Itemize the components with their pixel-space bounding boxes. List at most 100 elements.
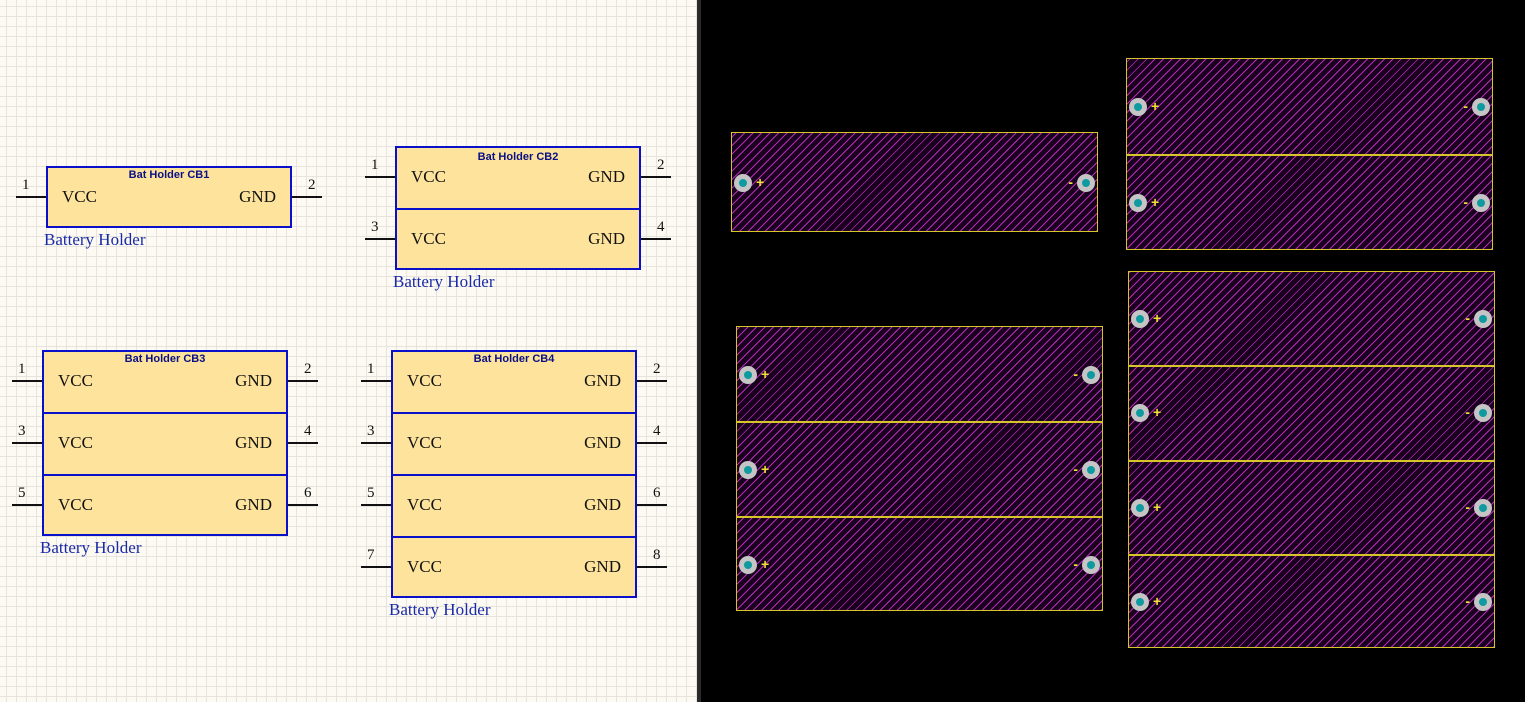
pad-negative[interactable] (1077, 174, 1095, 192)
pin-line-right[interactable] (637, 504, 667, 506)
pad-negative[interactable] (1472, 98, 1490, 116)
polarity-plus-label: + (1153, 499, 1162, 515)
pin-line-right[interactable] (637, 566, 667, 568)
pin-name-vcc: VCC (58, 371, 93, 390)
pin-line-right[interactable] (641, 238, 671, 240)
pin-name-vcc: VCC (62, 187, 97, 206)
pin-number: 3 (371, 219, 379, 235)
symbol-comment: Battery Holder (40, 538, 142, 557)
symbol-designator: Bat Holder CB3 (124, 353, 206, 365)
pad-negative[interactable] (1474, 404, 1492, 422)
pin-line-left[interactable] (12, 442, 42, 444)
pad-negative[interactable] (1082, 461, 1100, 479)
polarity-minus-label: - (1465, 404, 1470, 420)
battery-holder-footprint[interactable]: +-+-+- (736, 326, 1103, 611)
pad-positive[interactable] (1131, 593, 1149, 611)
polarity-minus-label: - (1073, 461, 1078, 477)
pin-line-right[interactable] (637, 442, 667, 444)
pin-number: 6 (304, 485, 312, 501)
pin-line-left[interactable] (361, 442, 391, 444)
polarity-minus-label: - (1463, 98, 1468, 114)
pin-line-left[interactable] (12, 504, 42, 506)
pin-line-left[interactable] (365, 238, 395, 240)
battery-holder-footprint[interactable]: +-+-+-+- (1128, 271, 1495, 648)
pad-positive[interactable] (1131, 404, 1149, 422)
polarity-plus-label: + (761, 556, 770, 572)
pin-line-left[interactable] (16, 196, 46, 198)
pin-number: 4 (657, 219, 665, 235)
polarity-minus-label: - (1465, 499, 1470, 515)
polarity-minus-label: - (1073, 366, 1078, 382)
pin-line-left[interactable] (361, 566, 391, 568)
polarity-minus-label: - (1073, 556, 1078, 572)
pin-name-vcc: VCC (411, 167, 446, 186)
symbol-row-divider (393, 474, 635, 476)
pin-line-right[interactable] (288, 380, 318, 382)
polarity-minus-label: - (1465, 593, 1470, 609)
pin-line-right[interactable] (641, 176, 671, 178)
footprint-silkscreen-outline (731, 132, 1098, 232)
pad-positive[interactable] (739, 366, 757, 384)
pad-negative[interactable] (1082, 366, 1100, 384)
pad-positive[interactable] (1129, 194, 1147, 212)
symbol-comment: Battery Holder (393, 272, 495, 291)
pad-positive[interactable] (1129, 98, 1147, 116)
polarity-plus-label: + (756, 174, 765, 190)
pin-line-right[interactable] (288, 442, 318, 444)
polarity-plus-label: + (761, 461, 770, 477)
cell-separator (737, 516, 1102, 518)
pcb-editor-canvas[interactable]: +-+-+-+-+-+-+-+-+-+- (701, 0, 1525, 702)
pad-positive[interactable] (739, 461, 757, 479)
pad-positive[interactable] (739, 556, 757, 574)
symbol-comment: Battery Holder (389, 600, 491, 619)
cell-separator (1127, 154, 1492, 156)
pad-positive[interactable] (1131, 499, 1149, 517)
pin-line-right[interactable] (637, 380, 667, 382)
pad-positive[interactable] (734, 174, 752, 192)
polarity-plus-label: + (1153, 310, 1162, 326)
pad-negative[interactable] (1082, 556, 1100, 574)
pin-line-left[interactable] (12, 380, 42, 382)
pin-line-left[interactable] (365, 176, 395, 178)
cell-separator (1129, 460, 1494, 462)
pin-number: 8 (653, 547, 661, 563)
pin-line-left[interactable] (361, 504, 391, 506)
pad-negative[interactable] (1474, 499, 1492, 517)
pad-negative[interactable] (1474, 593, 1492, 611)
pin-name-gnd: GND (235, 371, 272, 390)
pin-name-gnd: GND (235, 433, 272, 452)
symbol-row-divider (393, 412, 635, 414)
polarity-plus-label: + (1151, 194, 1160, 210)
pin-name-gnd: GND (584, 495, 621, 514)
pin-number: 3 (18, 423, 26, 439)
pin-name-vcc: VCC (407, 433, 442, 452)
polarity-minus-label: - (1068, 174, 1073, 190)
pad-positive[interactable] (1131, 310, 1149, 328)
pin-number: 6 (653, 485, 661, 501)
battery-holder-footprint[interactable]: +-+- (1126, 58, 1493, 250)
pin-line-right[interactable] (292, 196, 322, 198)
symbol-row-divider (397, 208, 639, 210)
cell-separator (1129, 365, 1494, 367)
pad-negative[interactable] (1474, 310, 1492, 328)
symbol-comment: Battery Holder (44, 230, 146, 249)
pin-number: 5 (367, 485, 375, 501)
pin-number: 7 (367, 547, 375, 563)
battery-holder-footprint[interactable]: +- (731, 132, 1098, 232)
pin-number: 2 (304, 361, 312, 377)
pin-number: 1 (18, 361, 26, 377)
pad-negative[interactable] (1472, 194, 1490, 212)
panel-divider[interactable] (697, 0, 701, 702)
polarity-plus-label: + (1153, 404, 1162, 420)
pin-line-left[interactable] (361, 380, 391, 382)
pin-line-right[interactable] (288, 504, 318, 506)
